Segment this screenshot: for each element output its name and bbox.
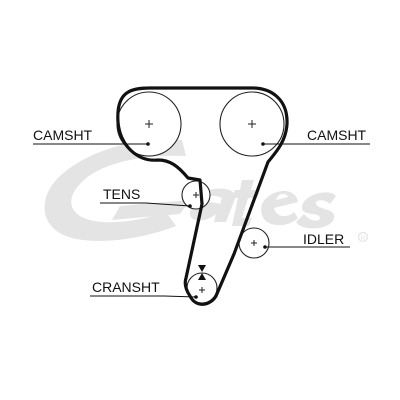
tensioner-pulley (181, 180, 211, 210)
camshaft-right-pulley (219, 91, 285, 157)
tensioner-leader (100, 202, 191, 207)
tensioner-label: TENS (103, 186, 140, 202)
crankshaft-timing-mark (198, 265, 206, 280)
crankshaft-label: CRANSHT (92, 279, 160, 295)
camshaft-right-label: CAMSHT (307, 127, 367, 143)
crankshaft-leader (90, 295, 197, 298)
svg-text:R: R (361, 236, 366, 242)
idler-label: IDLER (303, 231, 344, 247)
timing-belt (116, 86, 289, 306)
camshaft-left-label: CAMSHT (33, 127, 93, 143)
camshaft-left-pulley (116, 91, 182, 157)
